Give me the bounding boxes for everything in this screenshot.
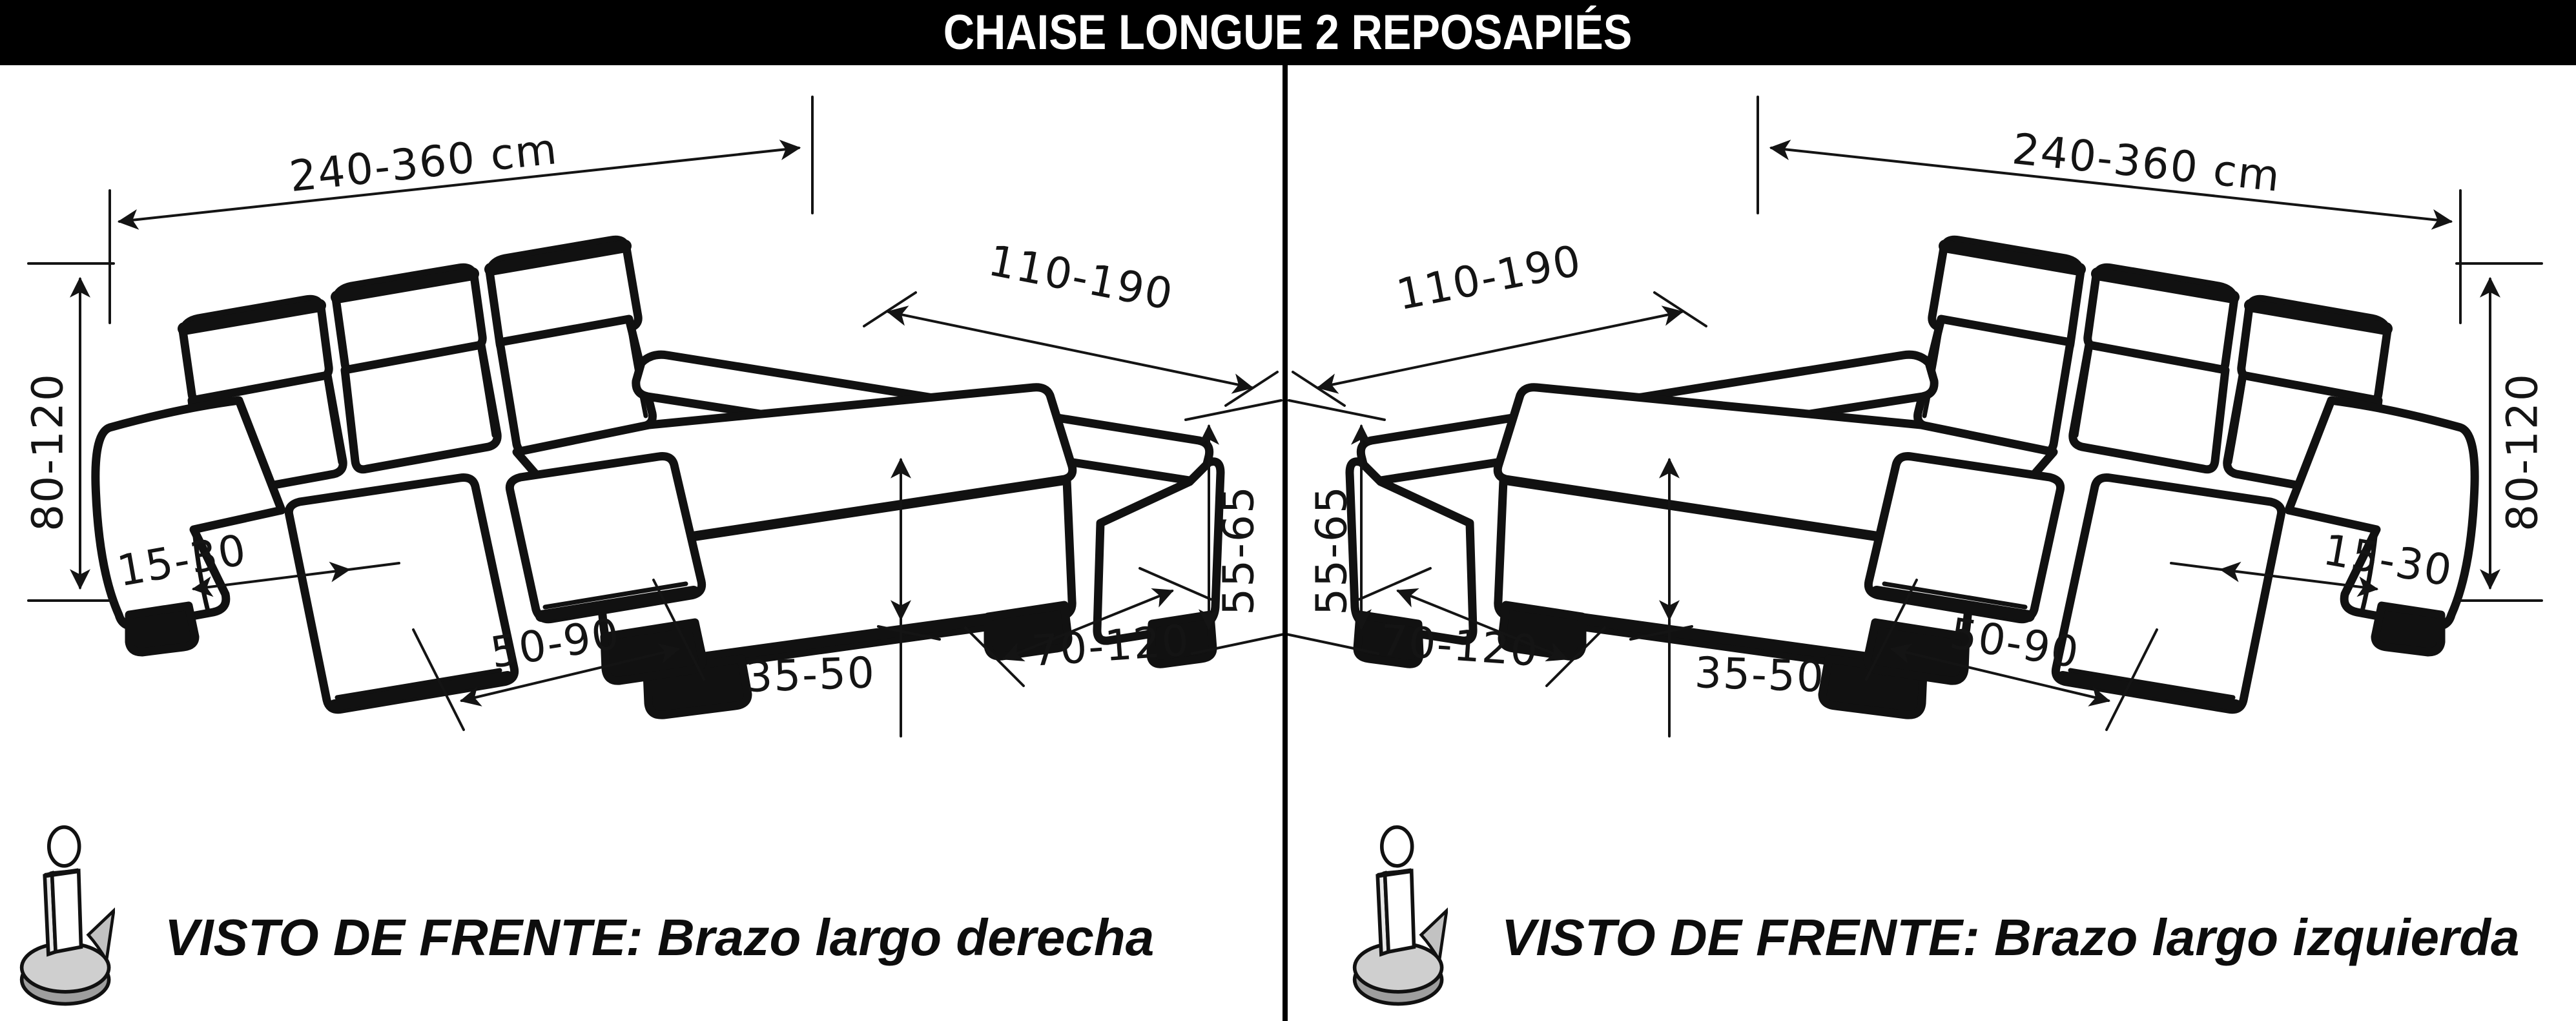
dim-arrow-total-width <box>117 139 801 230</box>
dim-extension <box>412 628 465 731</box>
dim-arrow-arm-width <box>191 561 351 597</box>
person-front-view-icon <box>19 825 115 1006</box>
dim-tick <box>877 625 941 641</box>
dim-extension <box>347 562 400 571</box>
sofa-body <box>91 235 1225 719</box>
dim-label-footrest-height-left: 35-50 <box>744 648 877 702</box>
dim-tick <box>1184 399 1283 421</box>
dim-tick <box>863 291 917 327</box>
dim-tick <box>1191 633 1285 655</box>
dim-label-seat-height-left: 55-65 <box>1213 485 1264 615</box>
person-front-view-icon <box>1352 825 1448 1006</box>
page-title: CHAISE LONGUE 2 REPOSAPIÉS <box>943 5 1633 60</box>
dim-label-seat-height-right: 55-65 <box>1306 485 1357 615</box>
sofa-long-arm-right <box>27 96 1285 737</box>
center-divider <box>1283 65 1288 1021</box>
dim-arrow-chaise-depth <box>886 305 1254 394</box>
dimension-lines <box>27 96 1285 737</box>
dim-extension <box>964 626 1025 687</box>
dim-arrow-footrest-length <box>459 643 681 706</box>
dim-label-back-height-right: 80-120 <box>2497 373 2548 531</box>
dim-label-footrest-height-right: 35-50 <box>1693 648 1826 702</box>
dim-arrow-chaise-width <box>1002 588 1174 662</box>
dim-label-back-height-left: 80-120 <box>23 373 73 531</box>
title-bar: CHAISE LONGUE 2 REPOSAPIÉS <box>0 0 2576 65</box>
dim-tick <box>1224 371 1279 407</box>
caption-front-view-long-arm-left: VISTO DE FRENTE: Brazo largo izquierda <box>1501 909 2520 966</box>
caption-front-view-long-arm-right: VISTO DE FRENTE: Brazo largo derecha <box>165 909 1155 966</box>
dim-extension <box>652 579 705 681</box>
sofa-foot <box>125 601 200 657</box>
dim-extension <box>1139 567 1212 601</box>
